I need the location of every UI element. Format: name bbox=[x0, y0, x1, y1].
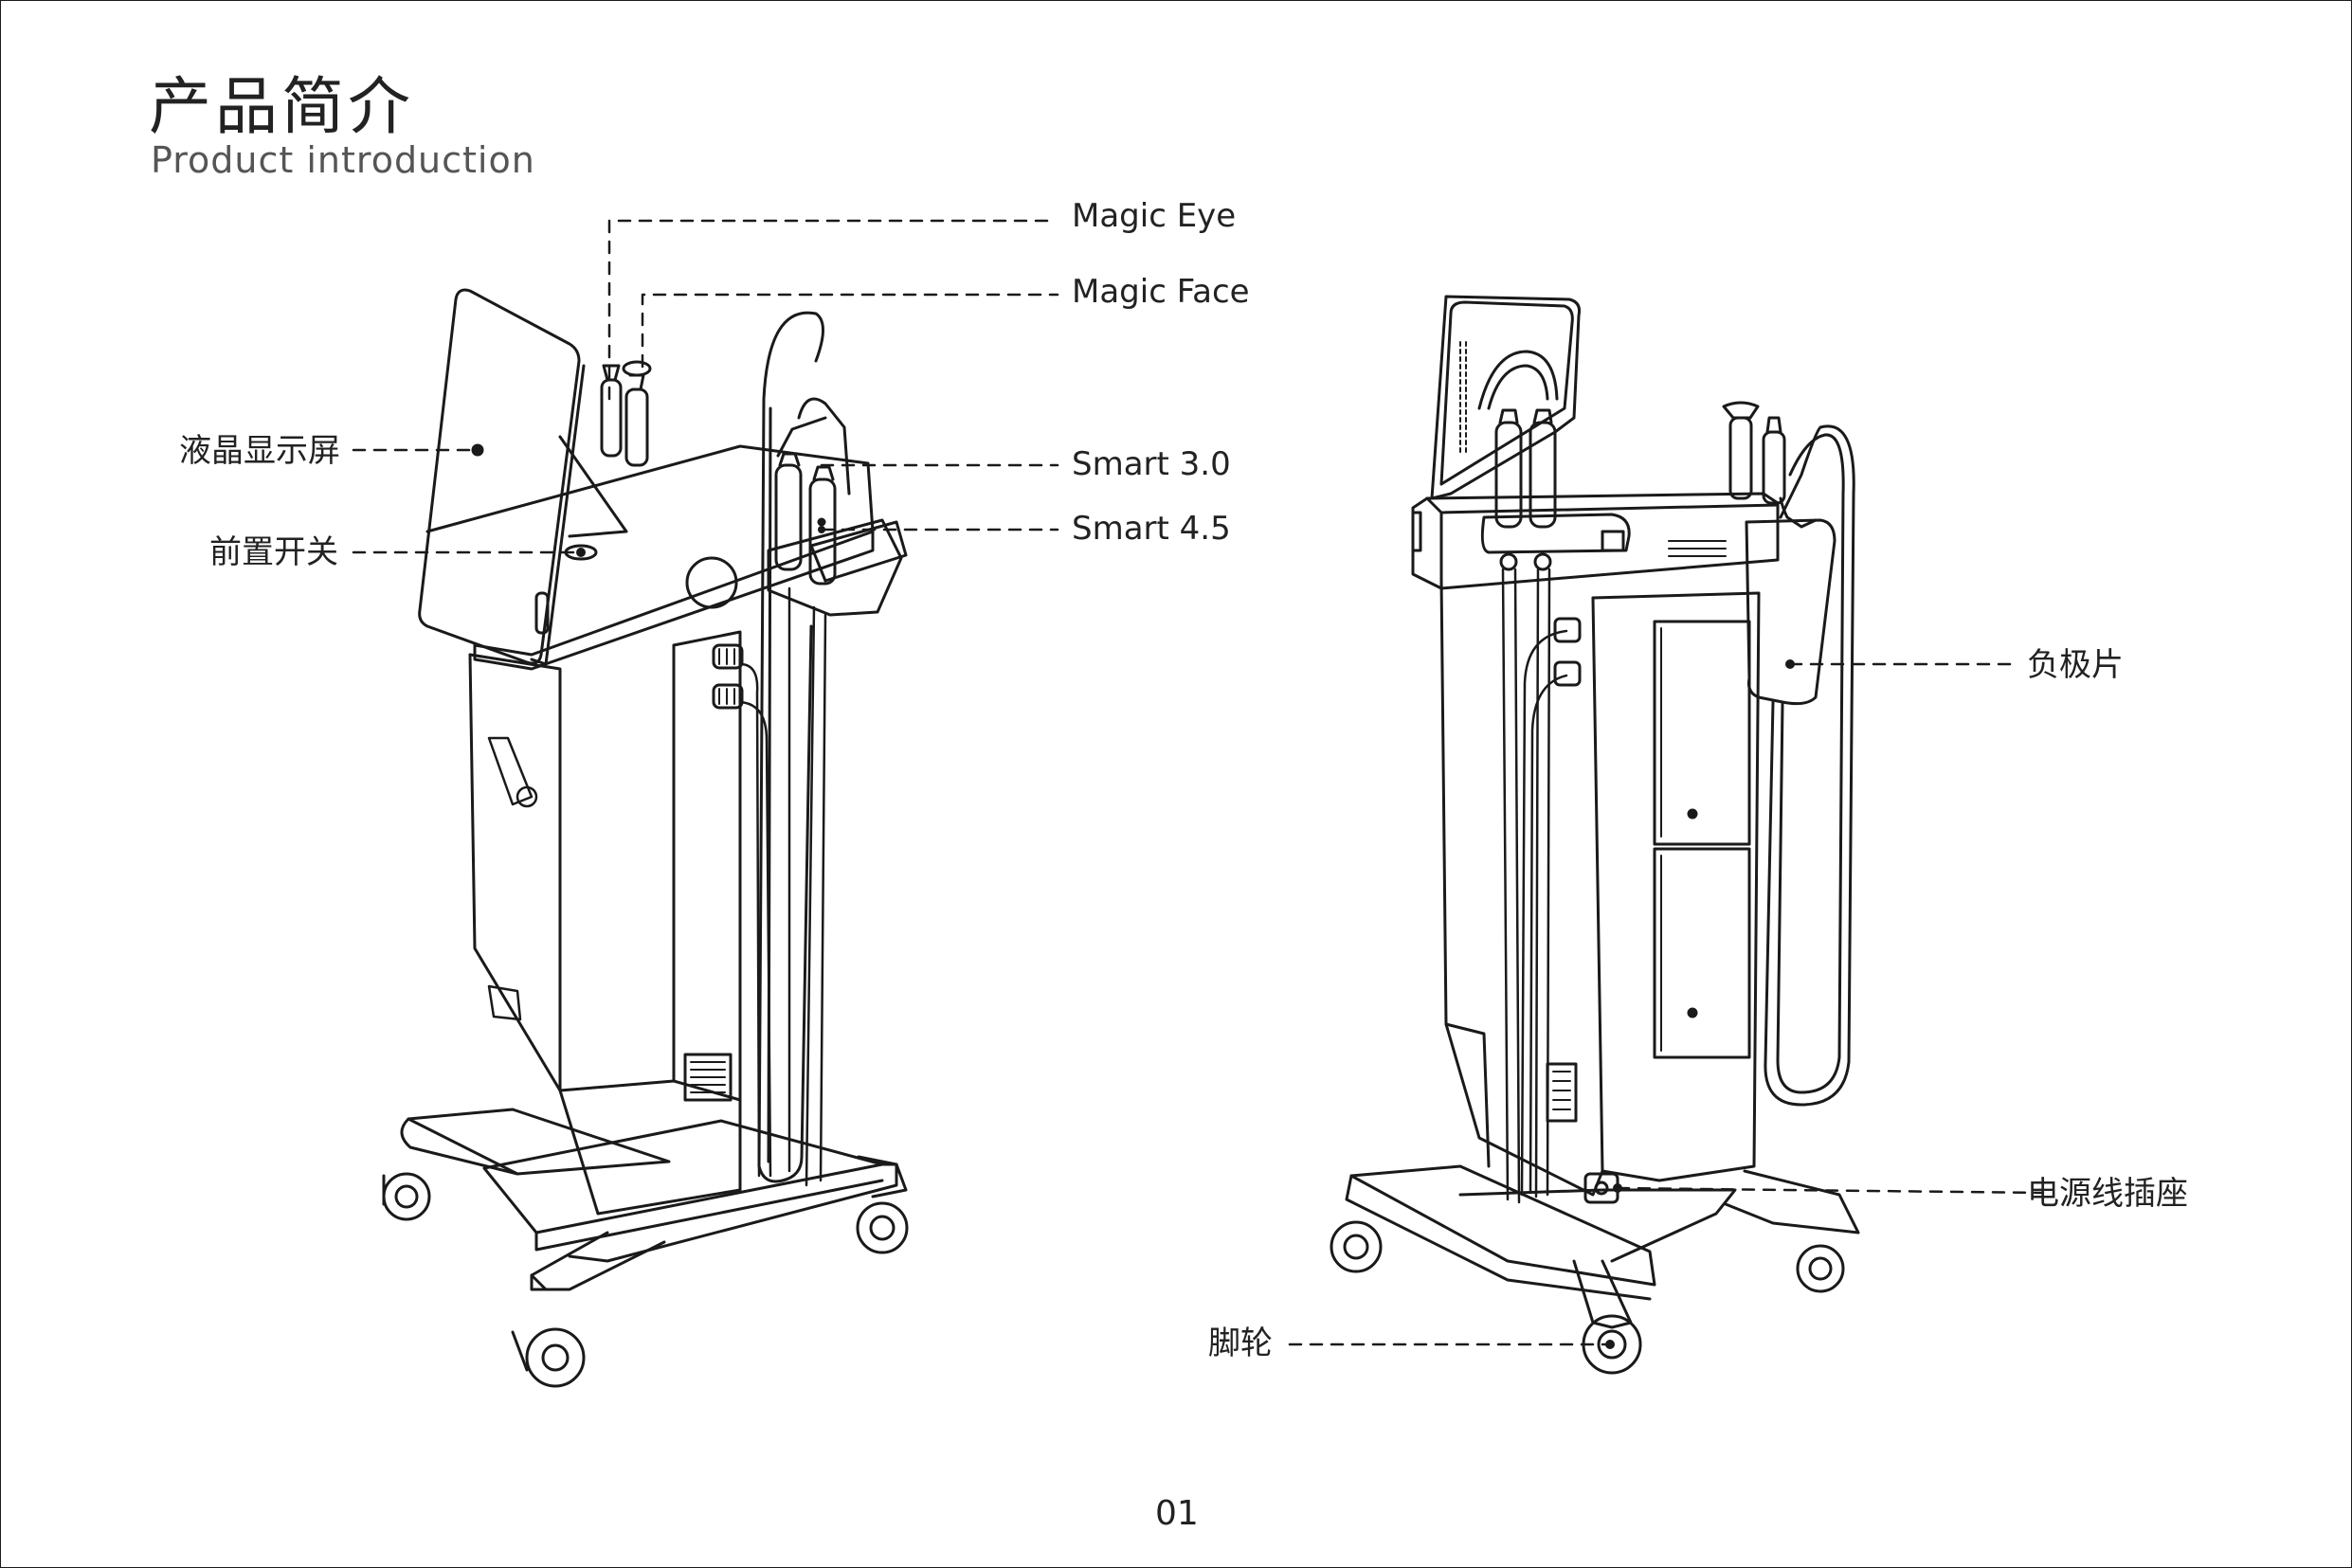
caster-front-bottom bbox=[511, 1327, 586, 1388]
caster-front-right bbox=[856, 1201, 909, 1254]
lcd-screen-rear bbox=[1430, 295, 1581, 500]
leader-magic-face bbox=[641, 293, 1059, 369]
power-socket-rear bbox=[1583, 1172, 1619, 1204]
handpieces-top-rear bbox=[1722, 401, 1786, 505]
leader-dots bbox=[473, 445, 1795, 1349]
cabinet-body-front bbox=[468, 630, 742, 1216]
cable-bracket-front bbox=[757, 311, 851, 1183]
label-casters: 脚轮 bbox=[1208, 1325, 1273, 1362]
page-number: 01 bbox=[1155, 1494, 1199, 1533]
label-lcd-screen: 液晶显示屏 bbox=[179, 432, 340, 470]
page-subtitle: Product introduction bbox=[151, 139, 535, 181]
handpieces-top-front bbox=[600, 360, 652, 467]
label-magic-face: Magic Face bbox=[1072, 273, 1250, 311]
machine-front-view bbox=[382, 288, 909, 1388]
label-power-socket: 电源线插座 bbox=[2027, 1175, 2188, 1213]
cables-rear bbox=[1501, 568, 1568, 1204]
label-magic-eye: Magic Eye bbox=[1072, 197, 1237, 235]
connectors-rear bbox=[1553, 617, 1582, 687]
leader-lines bbox=[352, 219, 2045, 1346]
brand-logo-front bbox=[487, 736, 538, 1021]
connectors-front bbox=[712, 643, 744, 710]
caster-rear-left bbox=[1330, 1220, 1383, 1273]
lcd-screen-front bbox=[418, 288, 628, 666]
base-front bbox=[400, 1108, 908, 1291]
label-smart-30: Smart 3.0 bbox=[1072, 445, 1231, 483]
table-top-front bbox=[425, 444, 875, 671]
label-front-switch: 前置开关 bbox=[209, 533, 338, 571]
page-title: 产品简介 bbox=[149, 70, 414, 143]
cabinet-body-rear bbox=[1439, 577, 1761, 1197]
label-smart-45: Smart 4.5 bbox=[1072, 510, 1231, 548]
label-negative-plate: 负极片 bbox=[2027, 646, 2124, 684]
machine-rear-view bbox=[1330, 295, 1860, 1375]
handpiece-holder-rear bbox=[1480, 408, 1631, 571]
leader-power-socket bbox=[1616, 1186, 2045, 1195]
caster-rear-right bbox=[1796, 1244, 1845, 1293]
negative-plate-rear bbox=[1745, 424, 1855, 1107]
leader-magic-eye bbox=[607, 219, 1050, 401]
cables-front bbox=[738, 586, 827, 1187]
table-top-rear bbox=[1411, 492, 1780, 590]
caster-front-left bbox=[382, 1172, 431, 1221]
base-rear bbox=[1345, 1164, 1860, 1329]
